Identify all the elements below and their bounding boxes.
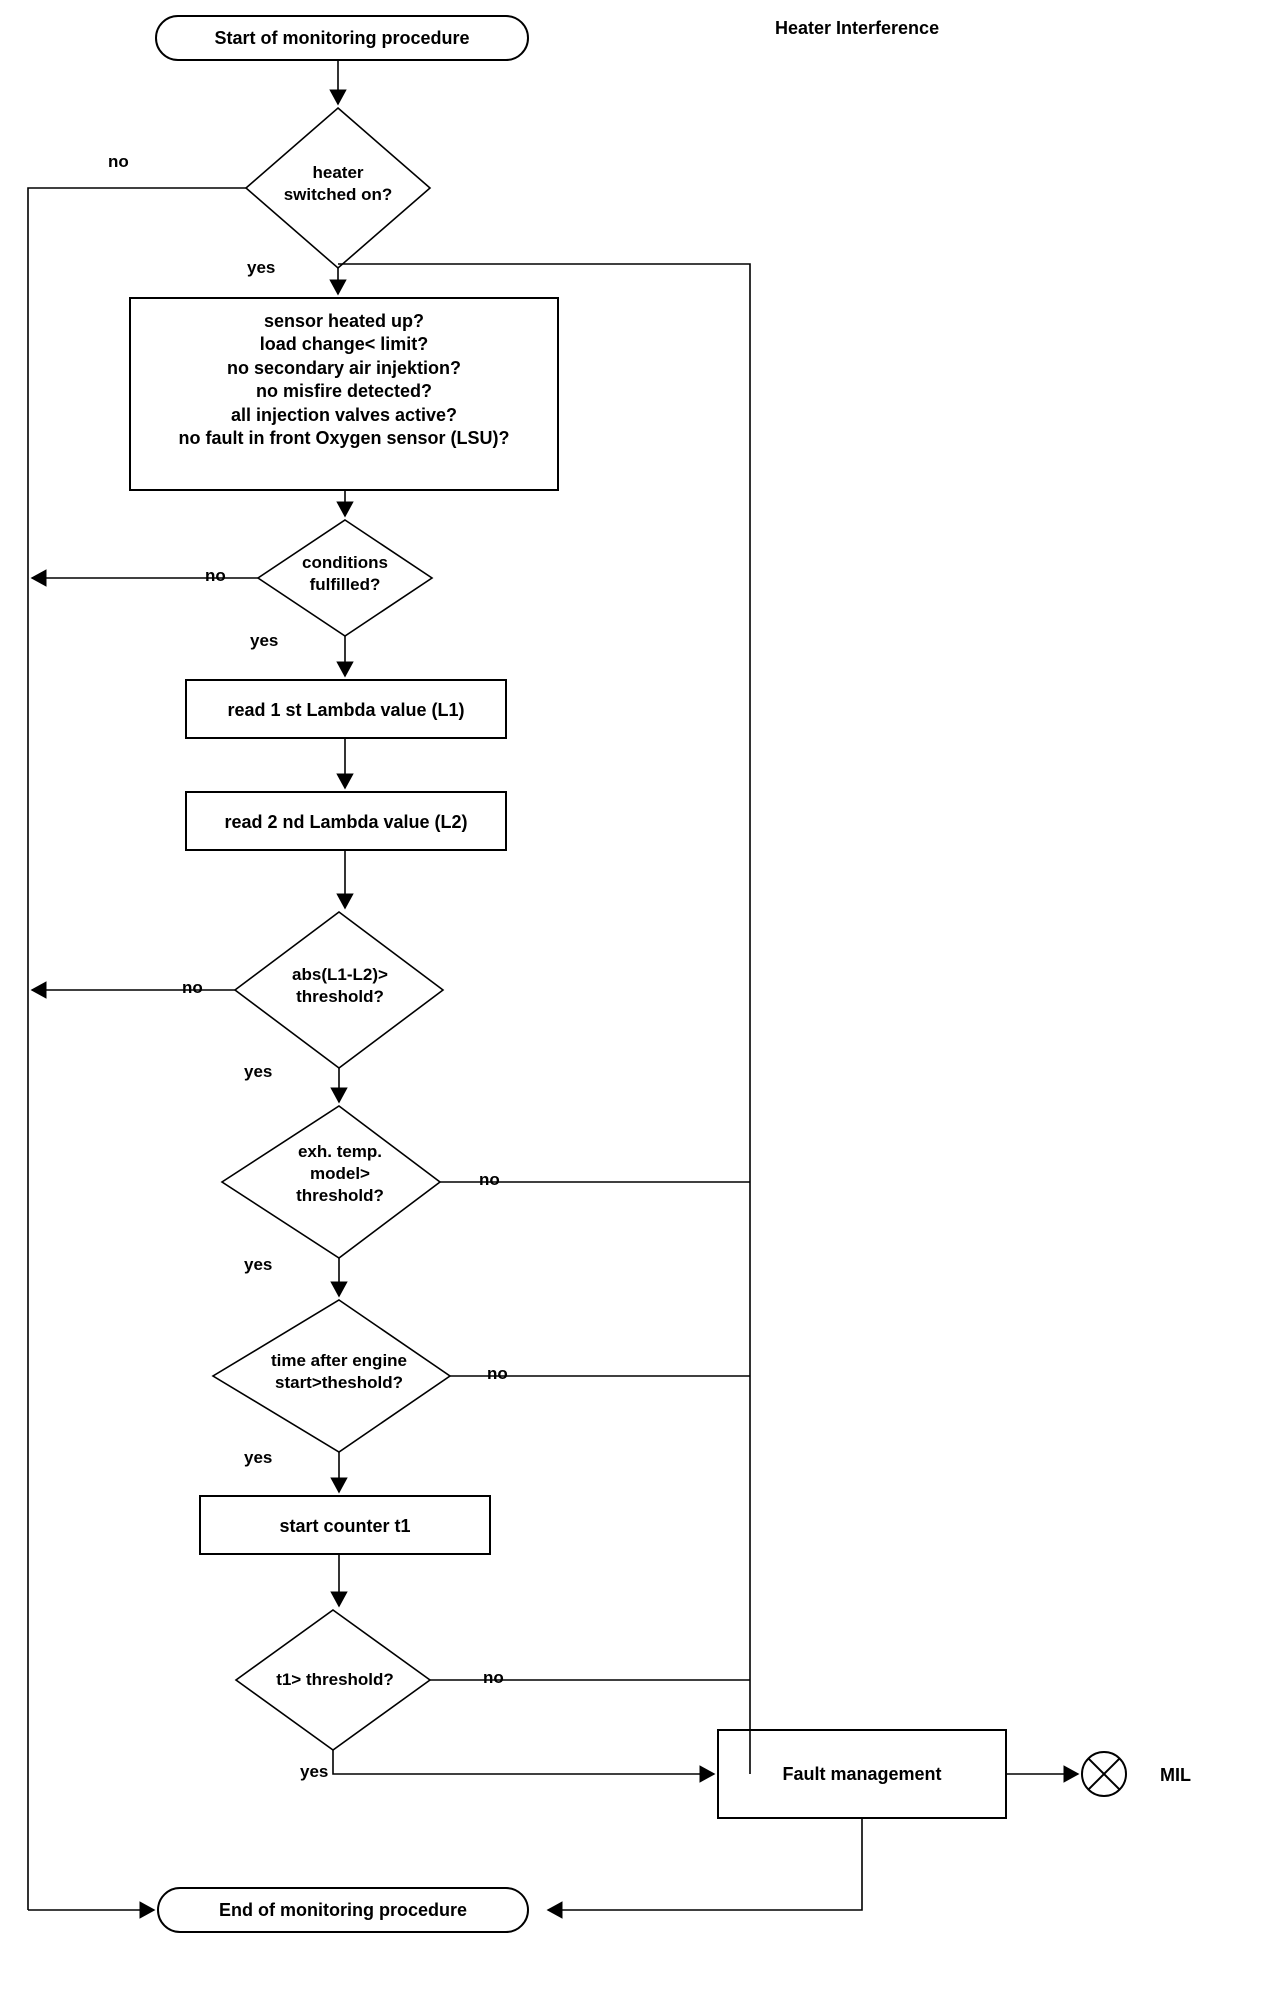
edge-label-t1-yes: yes [300,1762,329,1781]
edge-label-heater-no: no [108,152,129,171]
node-conditions-fulfilled-shape [256,519,434,637]
edge-heater-no [27,187,246,1910]
node-abs-threshold-shape [233,911,445,1069]
diagram-title: Heater Interference [775,18,940,38]
edge-label-conditions-no: no [205,566,226,585]
edge-label-abs-no: no [182,978,203,997]
node-heater-switched-on-shape [244,106,432,270]
edge-label-heater-yes: yes [247,258,276,277]
node-read-l1-shape [185,679,507,739]
node-start-shape [155,15,529,61]
edge-label-time-yes: yes [244,1448,273,1467]
node-time-after-start-shape [211,1299,452,1453]
edge-label-time-no: no [487,1364,508,1383]
edge-t1-yes [332,1750,716,1783]
node-mil-label: MIL [1160,1765,1191,1785]
edge-label-abs-yes: yes [244,1062,273,1081]
node-exh-temp-shape [220,1105,442,1259]
node-end-shape [157,1887,529,1933]
node-conditions-box-shape [129,297,559,491]
edge-label-conditions-yes: yes [250,631,279,650]
edge-label-t1-no: no [483,1668,504,1687]
edge-label-exh-yes: yes [244,1255,273,1274]
edge-right-bus-top [338,263,751,1774]
node-t1-threshold-shape [234,1609,432,1751]
node-read-l2-shape [185,791,507,851]
edge-fault-to-end [546,1818,863,1919]
node-fault-management-shape [717,1729,1007,1819]
node-mil-cross-2 [1087,1757,1121,1791]
node-start-counter-shape [199,1495,491,1555]
edge-label-exh-no: no [479,1170,500,1189]
